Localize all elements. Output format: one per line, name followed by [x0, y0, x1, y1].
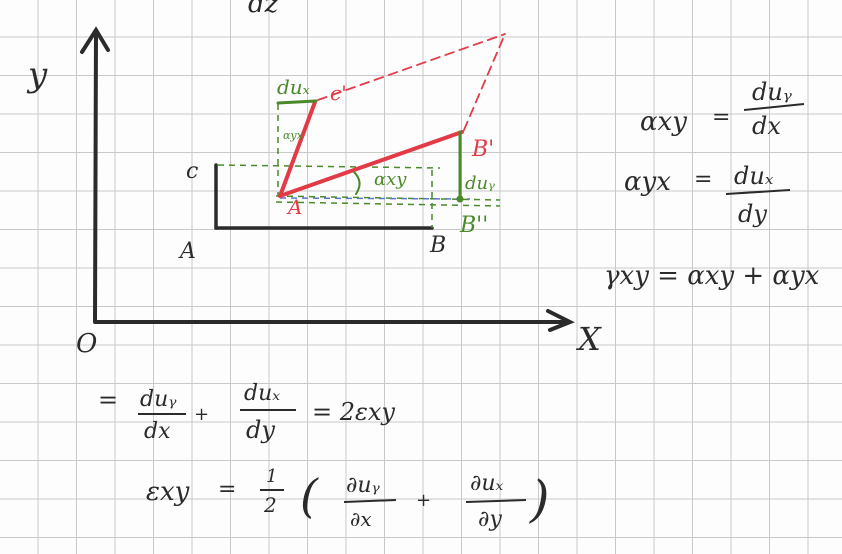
label-b: B — [429, 233, 446, 258]
du-x-segment — [276, 99, 318, 105]
deformed-element — [278, 33, 506, 198]
formula-eps-plus: + — [416, 490, 431, 511]
formula-sum-num1: duᵧ — [140, 387, 177, 412]
formula-alpha-xy-den: dx — [752, 112, 781, 140]
formula-alpha-yx-eq: = — [694, 167, 712, 192]
label-alpha-xy: αxy — [374, 169, 407, 190]
blue-guide — [279, 197, 471, 200]
original-element — [214, 163, 434, 230]
formula-alpha-xy-num: duᵧ — [752, 78, 792, 106]
formula-eps-den2: ∂y — [478, 507, 502, 532]
label-a: A — [178, 239, 196, 264]
edge-a-bprime — [278, 130, 464, 198]
formula-sum-num2: duₓ — [244, 381, 280, 406]
formula-alpha-xy-lhs: αxy — [640, 107, 687, 137]
edge-a-cprime — [278, 100, 317, 198]
formula-alpha-yx-lhs: αyx — [624, 167, 671, 197]
y-axis-arrow — [80, 26, 110, 54]
green-guides — [217, 104, 501, 228]
fraction-bar — [343, 499, 397, 503]
formula-alpha-xy-eq: = — [712, 105, 730, 130]
formula-eps-num2: ∂uₓ — [470, 471, 504, 496]
label-du-y: duᵧ — [465, 173, 495, 194]
b-double-prime-point — [456, 195, 464, 203]
label-b-prime: B' — [471, 137, 494, 162]
fraction-bar — [725, 189, 791, 195]
formula-sum-den1: dx — [144, 419, 171, 444]
formula-alpha-xy: αxy = duᵧ dx — [640, 78, 805, 140]
label-c-prime: c' — [330, 81, 347, 105]
axes — [80, 26, 575, 332]
formula-sum-den2: dy — [246, 416, 275, 444]
formula-eps-rparen: ) — [529, 470, 550, 528]
formula-eps-lhs: εxy — [146, 477, 190, 507]
formula-eps-half-num: 1 — [266, 466, 277, 487]
label-c: c — [186, 159, 198, 184]
x-axis-arrow — [546, 309, 575, 332]
formula-eps-lparen: ( — [300, 469, 319, 523]
formula-eps-den1: ∂x — [350, 507, 372, 531]
edge-cprime-dprime — [317, 33, 506, 101]
formula-eps-half-den: 2 — [263, 493, 277, 517]
fraction-bar — [465, 499, 527, 503]
formula-sum-plus: + — [194, 404, 209, 425]
formula-eps-num1: ∂uᵧ — [346, 473, 381, 498]
displacements — [276, 99, 462, 200]
formula-gamma-xy: γxy = αxy + αyx — [604, 261, 820, 291]
y-axis-line — [93, 30, 98, 324]
formula-alpha-yx-den: dy — [738, 200, 767, 228]
label-du-x: duₓ — [277, 75, 310, 99]
formula-eps-eq: = — [218, 477, 236, 502]
label-alpha-yx-small: αyx — [283, 129, 304, 142]
formula-epsilon: εxy = 1 2 ( ∂uᵧ ∂x + ∂uₓ ∂y ) — [146, 466, 550, 532]
x-axis-label: X — [575, 320, 602, 358]
alpha-arc — [353, 171, 361, 195]
origin-label: O — [76, 329, 97, 359]
fraction-bar — [743, 103, 805, 111]
formula-sum: = duᵧ dx + duₓ dy = 2εxy — [98, 381, 395, 444]
edge-bprime-dprime — [463, 33, 506, 131]
y-axis-label: y — [26, 55, 48, 95]
label-a-prime: A — [286, 195, 302, 219]
formula-sum-lead: = — [98, 386, 118, 414]
formula-sum-rhs: = 2εxy — [312, 398, 395, 426]
formula-alpha-yx: αyx = duₓ dy — [624, 162, 791, 228]
top-fragment: dz — [248, 0, 279, 19]
formula-alpha-yx-num: duₓ — [734, 162, 774, 190]
label-b-double-prime: B'' — [459, 213, 488, 238]
